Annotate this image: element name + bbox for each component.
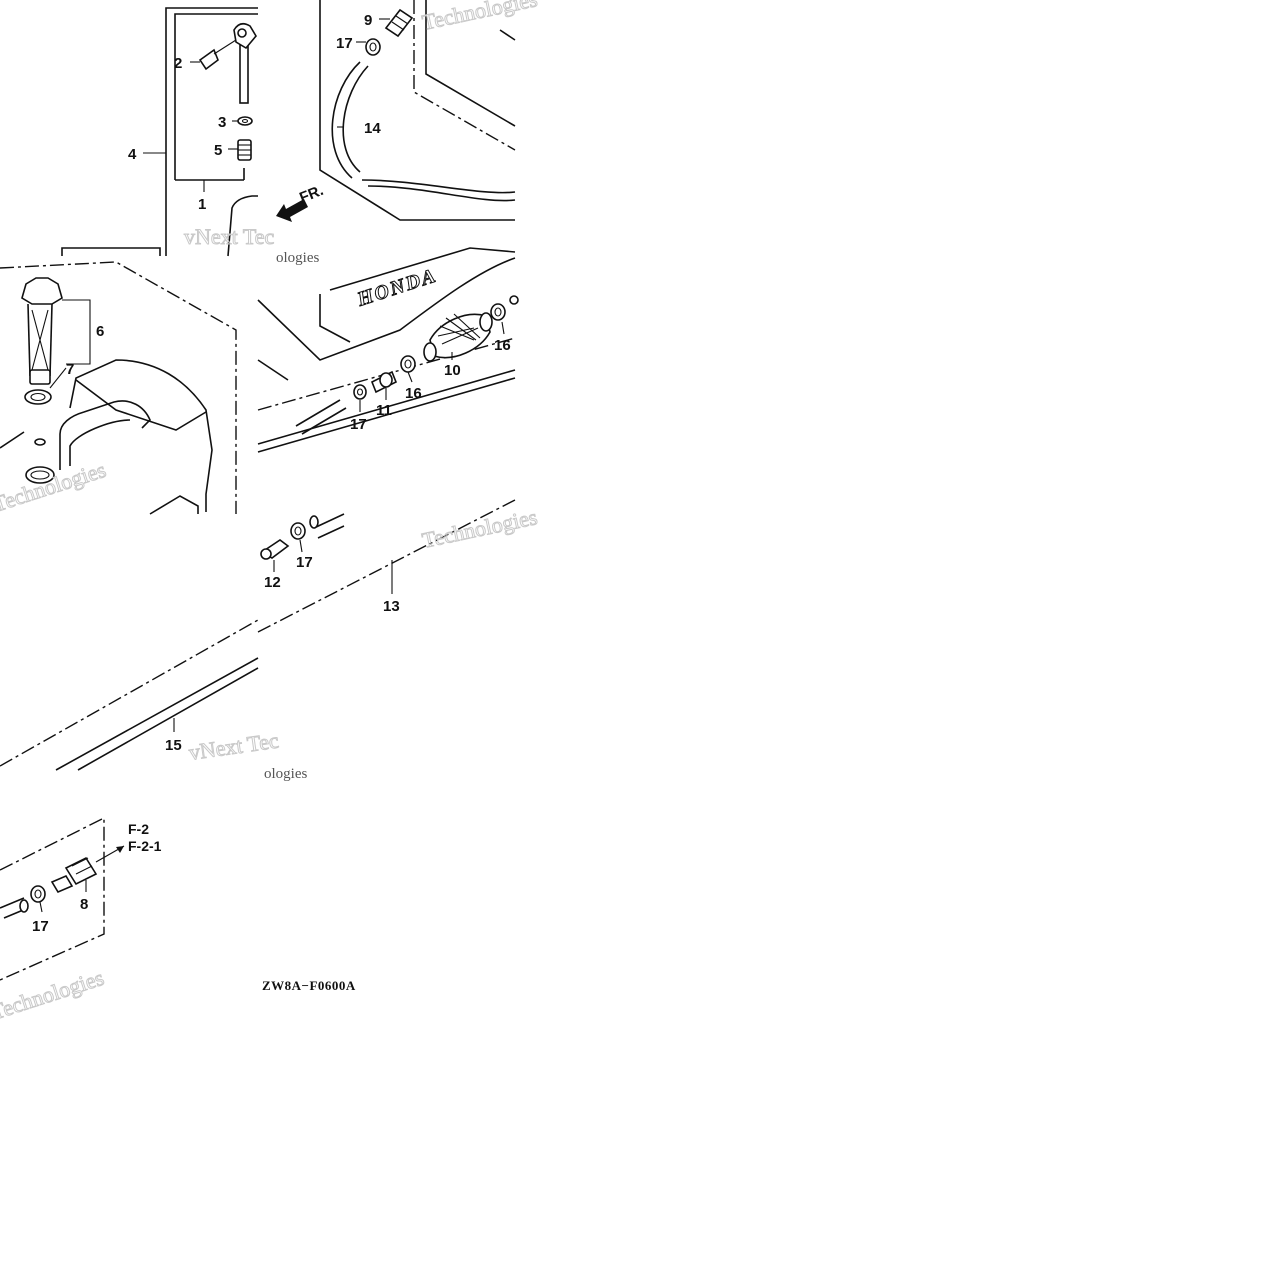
watermark-text: vNext Tec xyxy=(184,224,275,249)
drawing-code: ZW8A−F0600A xyxy=(262,978,356,993)
callout-4: 4 xyxy=(128,146,137,163)
watermark-technologies-4: Technologies xyxy=(0,965,107,1025)
tile-fuel-pickup: 2 3 4 5 1 vNext Tec xyxy=(61,7,275,257)
callout-11: 11 xyxy=(376,402,392,419)
callout-1: 1 xyxy=(198,196,206,213)
cross-ref-f2-1: F-2-1 xyxy=(128,838,162,854)
tile-filler-cap: 6 7 Technologies xyxy=(0,261,237,517)
callout-15: 15 xyxy=(165,737,182,754)
watermark-technologies-3: Technologies xyxy=(420,504,540,553)
callout-17-d: 17 xyxy=(32,918,49,935)
callout-2: 2 xyxy=(174,55,182,72)
watermark-text-2: vNext Tec xyxy=(187,728,280,765)
direction-label: FR. xyxy=(297,182,326,207)
tile-tank-lid: 9 17 14 FR. Technologies xyxy=(276,0,540,222)
tile-hose-13: 12 17 13 Technologies ologies xyxy=(257,499,540,782)
callout-12: 12 xyxy=(264,574,281,591)
callout-13: 13 xyxy=(383,598,400,615)
callout-5: 5 xyxy=(214,142,222,159)
watermark-fragment-2: ologies xyxy=(264,766,307,782)
watermark-technologies-1: Technologies xyxy=(420,0,540,35)
watermark-fragment-1: ologies xyxy=(276,250,319,266)
watermark-technologies-2: Technologies xyxy=(0,457,109,517)
callout-17-b: 17 xyxy=(350,416,367,433)
cross-ref-f2: F-2 xyxy=(128,821,149,837)
callout-16-b: 16 xyxy=(494,337,511,354)
brand-logo: HONDA xyxy=(354,264,440,311)
callout-6: 6 xyxy=(96,323,104,340)
callout-10: 10 xyxy=(444,362,461,379)
callout-7: 7 xyxy=(66,361,74,378)
callout-17-c: 17 xyxy=(296,554,313,571)
callout-17-a: 17 xyxy=(336,35,353,52)
tile-connector: F-2 F-2-1 8 17 Technologies xyxy=(0,816,162,1025)
callout-9: 9 xyxy=(364,12,372,29)
tile-primer-bulb: HONDA 17 11 16 10 16 ologies xyxy=(257,247,519,453)
callout-3: 3 xyxy=(218,114,226,131)
callout-14: 14 xyxy=(364,120,381,137)
callout-16-a: 16 xyxy=(405,385,422,402)
callout-8: 8 xyxy=(80,896,88,913)
tile-hose-15: 15 vNext Tec xyxy=(0,619,281,771)
